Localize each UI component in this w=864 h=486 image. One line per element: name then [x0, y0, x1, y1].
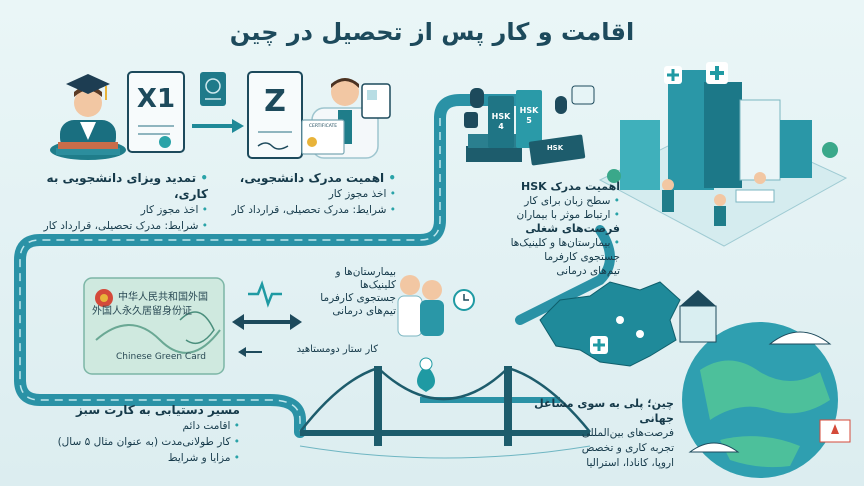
green-card-cn-line1: 中华人民共和国外国: [118, 292, 208, 303]
hsk-heading: اهمیت مدرک HSK: [521, 180, 620, 193]
x1-line1: اخذ مجوز کار: [10, 202, 208, 218]
global-line3: اروپا، کانادا، استرالیا: [586, 457, 674, 469]
global-heading: چین؛ پلی به سوی مشاغل جهانی: [534, 397, 674, 425]
z-line2: شرایط: مدرک تحصیلی، قرارداد کار: [226, 202, 396, 218]
arrow-x1-to-z: [192, 119, 244, 133]
clock-icon: [453, 289, 475, 311]
green-card-cn-line2: 外国人永久居留身份证: [92, 306, 192, 317]
z-document-label: Z: [264, 84, 286, 119]
hsk-books-illustration: [464, 85, 595, 166]
x1-document: [127, 71, 185, 153]
z-heading: اهمیت مدرک دانشجویی،: [226, 170, 396, 186]
green-card-en-label: Chinese Green Card: [116, 352, 206, 362]
globe-illustration: [679, 290, 851, 478]
green-card-heading: مسیر دستیابی به کارت سبز: [75, 403, 240, 417]
page-title: اقامت و کار پس از تحصیل در چین: [229, 18, 635, 46]
heartbeat-icon: [248, 280, 282, 308]
hsk-info-block: اهمیت مدرک HSK سطح زبان برای کار ارتباط …: [480, 180, 620, 278]
x1-heading: تمدید ویزای دانشجویی به کاری،: [10, 170, 208, 202]
middle-line3: تیم‌های درمانی: [332, 305, 396, 317]
z-document: [247, 71, 303, 159]
health-workers-illustration: [397, 275, 444, 337]
green-card-illustration: [83, 277, 225, 375]
x1-document-label: X1: [136, 84, 176, 114]
double-arrow: [232, 314, 302, 357]
middle-line1: بیمارستان‌ها و کلینیک‌ها: [335, 266, 396, 291]
z-line1: اخذ مجوز کار: [226, 186, 396, 202]
green-card-item1: اقامت دائم: [20, 418, 240, 434]
green-card-item3: مزایا و شرایط: [20, 450, 240, 466]
hsk-job1: بیمارستان‌ها و کلینیک‌ها: [480, 236, 620, 250]
hospital-campus-illustration: [598, 62, 848, 247]
global-line2: تجربه کاری و تخصص: [581, 442, 674, 454]
graduate-illustration: [50, 74, 126, 160]
green-card-item2: کار طولانی‌مدت (به عنوان مثال ۵ سال): [20, 434, 240, 450]
certificate-label: CERTIFICATE: [308, 124, 338, 129]
middle-line2: جستجوی کارفرما: [320, 292, 396, 304]
china-map-illustration: [539, 281, 681, 367]
hsk-book-label: HSK: [546, 144, 564, 152]
hsk4-book-label: HSK 4: [491, 112, 511, 131]
z-info-block: اهمیت مدرک دانشجویی، اخذ مجوز کار شرایط:…: [226, 170, 396, 218]
x1-line2: شرایط: مدرک تحصیلی، قرارداد کار: [10, 218, 208, 234]
hsk-job2: جستجوی کارفرما: [544, 251, 620, 263]
hsk-line2: ارتباط موثر با بیماران: [480, 208, 620, 222]
global-line1: فرصت‌های بین‌المللی: [581, 427, 674, 439]
hsk-jobs-heading: فرصت‌های شغلی: [525, 222, 620, 235]
arrow-label: کار ستار دومستاهید: [296, 344, 378, 355]
x1-info-block: تمدید ویزای دانشجویی به کاری، اخذ مجوز ک…: [10, 170, 208, 234]
global-info-block: چین؛ پلی به سوی مشاغل جهانی فرصت‌های بین…: [520, 396, 674, 471]
doctor-illustration: [301, 78, 391, 159]
bridge-illustration: [299, 357, 591, 459]
green-card-info-block: مسیر دستیابی به کارت سبز اقامت دائم کار …: [20, 402, 240, 466]
middle-info-block: بیمارستان‌ها و کلینیک‌ها جستجوی کارفرما …: [300, 266, 396, 318]
hsk-line1: سطح زبان برای کار: [480, 194, 620, 208]
road-path: [14, 94, 615, 438]
hsk-job3: تیم‌های درمانی: [556, 265, 620, 277]
passport-icon: [200, 72, 226, 106]
hsk5-book-label: HSK 5: [519, 106, 539, 125]
